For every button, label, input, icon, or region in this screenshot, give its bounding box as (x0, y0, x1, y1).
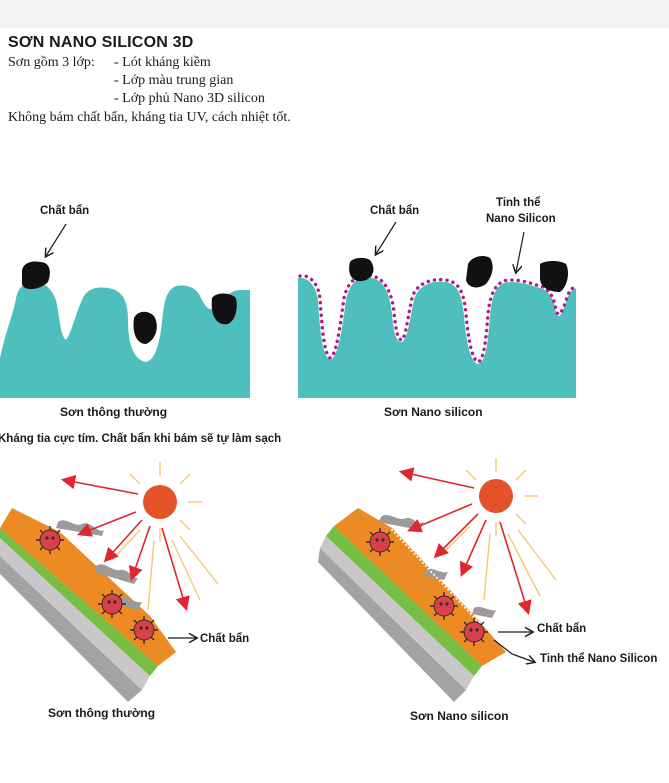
intro-layer-3: - Lớp phủ Nano 3D silicon (114, 91, 265, 106)
layer-green (326, 526, 482, 676)
dirt-blob (133, 311, 157, 344)
germ-icon (430, 592, 458, 620)
dirt-label: Chất bẩn (370, 205, 419, 217)
dirt-blob (540, 261, 568, 292)
dirt-blob (211, 293, 237, 325)
dirt-blob (349, 257, 374, 282)
intro-layer-1: - Lót kháng kiềm (114, 55, 211, 70)
dirt-crust (472, 606, 496, 618)
teal-surface-normal (0, 282, 250, 398)
top-band (0, 0, 669, 28)
fig2-normal-paint: Chất bẩn (0, 462, 249, 702)
caption-normal-paint: Sơn thông thường (48, 706, 156, 720)
intro-layers-prefix: Sơn gồm 3 lớp: (8, 54, 95, 71)
dirt-pointer-arrow (46, 223, 67, 256)
layer-light-grey (320, 536, 474, 690)
dirt-blob (466, 256, 493, 288)
layer-dark-grey (0, 556, 142, 702)
crystal-pointer-arrow (516, 231, 525, 272)
section-heading: Kháng tia cực tím. Chất bẩn khi bám sẽ t… (0, 433, 282, 445)
germ-icon (98, 590, 126, 618)
sun-icon (479, 479, 513, 513)
dirt-label: Chất bẩn (200, 633, 249, 645)
dirt-blob (22, 261, 50, 290)
dirt-pointer-arrow (376, 221, 397, 254)
dirt-crust (94, 564, 138, 584)
intro-layer-2: - Lớp màu trung gian (114, 73, 234, 88)
uv-ray-arrows (398, 467, 532, 616)
crystal-label: Tinh thể (496, 197, 541, 209)
dirt-label: Chất bẩn (537, 623, 586, 635)
dirt-crust (116, 597, 142, 610)
caption-nano-paint: Sơn Nano silicon (410, 709, 509, 723)
page-title: SƠN NANO SILICON 3D (8, 34, 194, 51)
crystal-label: Nano Silicon (486, 213, 556, 225)
layer-dark-grey (318, 548, 466, 702)
intro-prefix: Sơn gồm 3 lớp: (8, 55, 95, 70)
uv-ray-arrows (60, 475, 190, 612)
dirt-crust (424, 568, 448, 580)
fig1-nano-paint: Chất bẩn Tinh thể Nano Silicon (298, 197, 578, 398)
sun-rays (439, 458, 557, 601)
intro-summary: Không bám chất bẩn, kháng tia UV, cách n… (8, 110, 291, 125)
layer-green (0, 528, 158, 676)
caption-nano-paint: Sơn Nano silicon (384, 405, 483, 419)
crystal-pointer-arrow (493, 639, 534, 662)
germ-icon (130, 616, 158, 644)
crystal-label: Tinh thể Nano Silicon (540, 653, 657, 665)
germ-icon (460, 618, 488, 646)
teal-surface-nano (298, 277, 576, 398)
germ-icon (36, 526, 64, 554)
sun-icon (143, 485, 177, 519)
fig1-normal-paint: Chất bẩn (0, 205, 250, 398)
layer-light-grey (0, 538, 150, 690)
nano-dot-chain (298, 273, 578, 364)
germ-icon (366, 528, 394, 556)
dirt-label: Chất bẩn (40, 205, 89, 217)
caption-normal-paint: Sơn thông thường (60, 405, 168, 419)
fig2-nano-paint: Chất bẩn Tinh thể Nano Silicon (318, 458, 657, 702)
